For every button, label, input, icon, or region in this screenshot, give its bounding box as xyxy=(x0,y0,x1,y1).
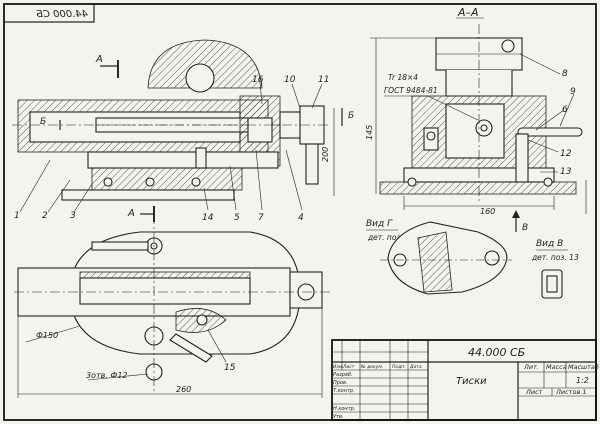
dim-holes: 3отв. Ф12 xyxy=(86,371,149,381)
part-number-14: 14 xyxy=(202,213,214,223)
front-view xyxy=(12,39,330,201)
part-number-8: 8 xyxy=(562,69,568,79)
view-arrow-v-label: В xyxy=(522,223,528,233)
title-block xyxy=(331,339,597,421)
part-number-4: 4 xyxy=(298,213,304,223)
dim-150-label: Ф150 xyxy=(36,331,58,340)
dim-260-label: 260 xyxy=(176,385,191,394)
dim-145: 145 xyxy=(365,37,436,194)
cut-mark-a-top: А xyxy=(95,54,119,78)
mirrored-stamp: 44.000 СБ xyxy=(3,3,95,23)
title-block-nkontr: Н.контр. xyxy=(333,406,355,412)
view-v-part xyxy=(541,269,563,299)
thread-label-line-2: ГОСТ 9484-81 xyxy=(384,86,438,95)
dim-160-label: 160 xyxy=(480,207,495,216)
title-block-name: Тиски xyxy=(456,376,487,387)
view-v-subtitle: дет. поз. 13 xyxy=(531,253,579,262)
view-g-title: Вид Г xyxy=(366,219,393,229)
cut-mark-a-top-label: А xyxy=(95,54,103,65)
title-block-lit-header: Лит. xyxy=(523,363,539,371)
plan-view-leaders: 15 xyxy=(207,329,236,373)
dim-150: Ф150 xyxy=(25,325,81,343)
dim-200: 200 xyxy=(321,108,335,196)
view-arrow-v: В xyxy=(512,210,528,233)
view-g-subtitle: дет. поз. 2 xyxy=(367,233,410,242)
plan-view xyxy=(14,214,330,392)
part-number-9: 9 xyxy=(570,87,576,97)
part-number-12: 12 xyxy=(560,149,572,159)
dim-160: 160 xyxy=(403,196,555,216)
part-number-10: 10 xyxy=(284,75,296,85)
title-block-prov: Пров. xyxy=(333,380,348,386)
title-block-doc-code: 44.000 СБ xyxy=(468,346,525,359)
part-number-11: 11 xyxy=(318,75,329,85)
title-block-sheet: Лист xyxy=(525,388,543,396)
part-number-3: 3 xyxy=(70,211,76,221)
cut-mark-a-bottom: А xyxy=(127,206,155,222)
title-block-tkontr: Т.контр. xyxy=(333,388,355,394)
section-title: А–А xyxy=(457,6,479,19)
part-number-16: 16 xyxy=(252,75,264,85)
dim-260: 260 xyxy=(17,308,323,398)
title-block-mass-header: Масса xyxy=(546,363,567,371)
title-block-sheets: Листов 1 xyxy=(555,388,586,396)
section-a-a xyxy=(379,24,583,204)
part-number-1: 1 xyxy=(14,211,20,221)
part-number-13: 13 xyxy=(560,167,572,177)
dim-holes-label: 3отв. Ф12 xyxy=(86,371,128,380)
title-block-scale-value: 1:2 xyxy=(576,376,589,385)
dim-145-label: 145 xyxy=(365,125,374,140)
section-leaders: 8 9 6 12 13 xyxy=(519,53,576,177)
part-number-5: 5 xyxy=(234,213,240,223)
title-block-col-sign: Подп. xyxy=(392,364,406,370)
title-block-scale-header: Масштаб xyxy=(568,363,599,371)
part-number-2: 2 xyxy=(42,211,48,221)
title-block-col-date: Дата xyxy=(409,364,422,370)
dim-200-label: 200 xyxy=(321,147,330,162)
cut-mark-a-bottom-label: А xyxy=(127,208,135,219)
front-view-leaders: 16 10 11 1 2 3 14 5 7 4 xyxy=(14,75,329,223)
mirrored-stamp-text: 44.000 СБ xyxy=(36,9,88,20)
thread-label: Tr 18×4 ГОСТ 9484-81 xyxy=(384,73,479,121)
sheet-frame xyxy=(3,3,597,421)
cut-mark-b-right-label: Б xyxy=(348,111,354,121)
title-block-col-doc: № докум. xyxy=(360,364,383,370)
title-block-col-list: Лист xyxy=(342,364,355,370)
part-number-6: 6 xyxy=(562,105,568,115)
view-v-title: Вид В xyxy=(536,239,563,249)
cut-mark-b-left: Б xyxy=(40,117,61,130)
title-block-col-izm: Изм. xyxy=(333,364,344,370)
title-block-razrab: Разраб. xyxy=(333,372,353,378)
part-number-7: 7 xyxy=(258,213,264,223)
title-block-utv: Утв. xyxy=(333,414,344,420)
thread-label-line-1: Tr 18×4 xyxy=(388,73,418,82)
cut-mark-b-left-label: Б xyxy=(40,117,46,127)
view-g-part xyxy=(380,221,512,295)
part-number-15: 15 xyxy=(224,363,236,373)
cut-mark-b-right: Б xyxy=(341,108,354,126)
